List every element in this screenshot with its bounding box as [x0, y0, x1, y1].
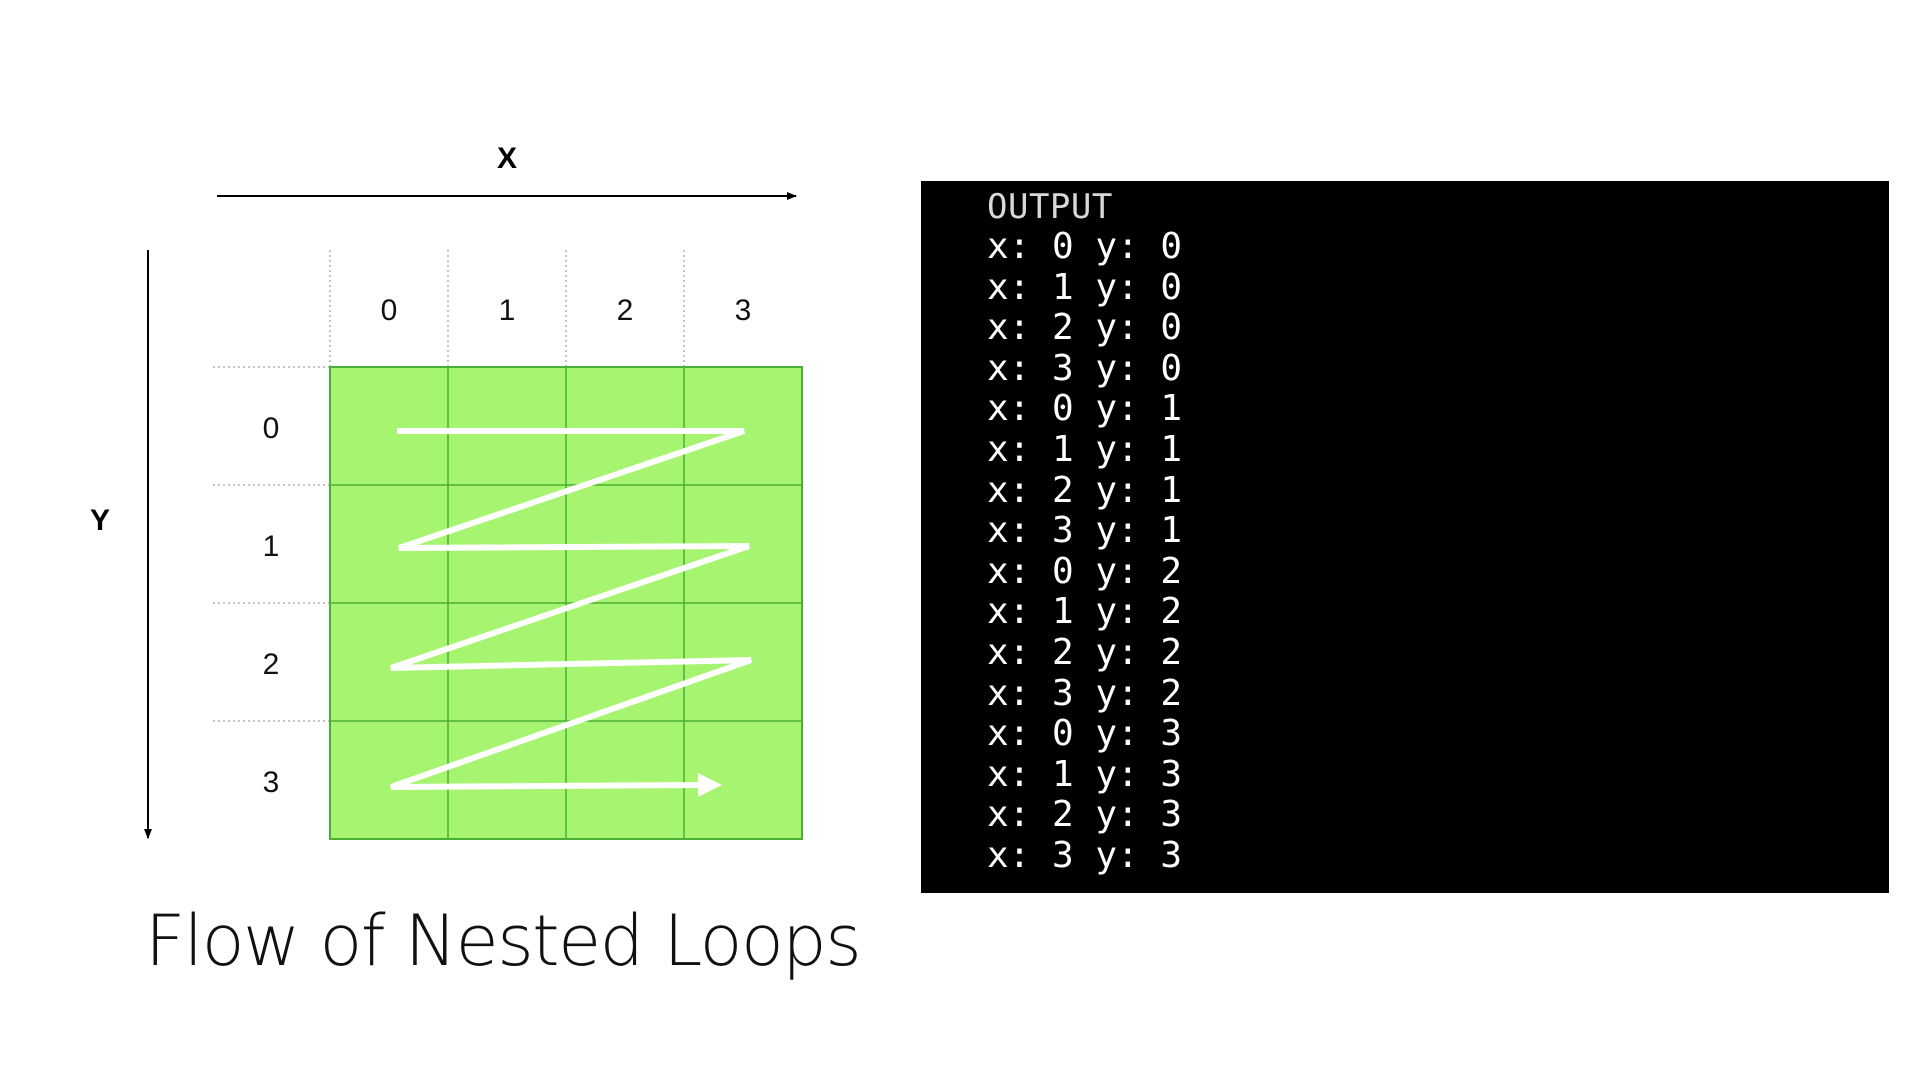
output-line: x: 1 y: 1: [987, 428, 1183, 470]
output-line: x: 0 y: 1: [987, 388, 1183, 430]
loop-grid: [329, 366, 803, 840]
column-label-0: 0: [381, 294, 398, 327]
output-line: x: 3 y: 2: [987, 672, 1183, 714]
console-title: OUTPUT: [987, 187, 1113, 227]
output-line: x: 2 y: 3: [987, 794, 1183, 836]
output-line: x: 0 y: 2: [987, 550, 1183, 592]
row-label-2: 2: [263, 648, 280, 681]
output-line: x: 2 y: 2: [987, 631, 1183, 673]
row-label-1: 1: [263, 530, 280, 563]
nested-loop-diagram: X Y 0 1 2 3 0 1 2 3: [90, 142, 803, 840]
column-label-2: 2: [617, 294, 634, 327]
diagram-caption: Flow of Nested Loops: [145, 900, 862, 982]
output-line: x: 0 y: 0: [987, 226, 1183, 267]
output-line: x: 3 y: 3: [987, 834, 1183, 876]
row-label-3: 3: [263, 766, 280, 799]
column-label-3: 3: [735, 294, 752, 327]
output-line: x: 1 y: 3: [987, 753, 1183, 795]
console-output-lines: x: 0 y: 0 x: 1 y: 0 x: 2 y: 0 x: 3 y: 0 …: [987, 226, 1183, 877]
output-line: x: 2 y: 1: [987, 469, 1183, 511]
column-label-1: 1: [499, 294, 516, 327]
traversal-arrowhead: [698, 773, 722, 797]
x-axis-label: X: [497, 142, 517, 175]
output-line: x: 1 y: 2: [987, 591, 1183, 633]
traversal-path: [390, 428, 752, 797]
y-axis-label: Y: [90, 504, 110, 537]
output-line: x: 3 y: 1: [987, 510, 1183, 552]
output-line: x: 2 y: 0: [987, 307, 1183, 349]
output-line: x: 3 y: 0: [987, 347, 1183, 389]
output-console: OUTPUT x: 0 y: 0 x: 1 y: 0 x: 2 y: 0 x: …: [921, 181, 1889, 893]
output-line: x: 1 y: 0: [987, 266, 1183, 308]
output-line: x: 0 y: 3: [987, 713, 1183, 755]
row-label-0: 0: [263, 412, 280, 445]
